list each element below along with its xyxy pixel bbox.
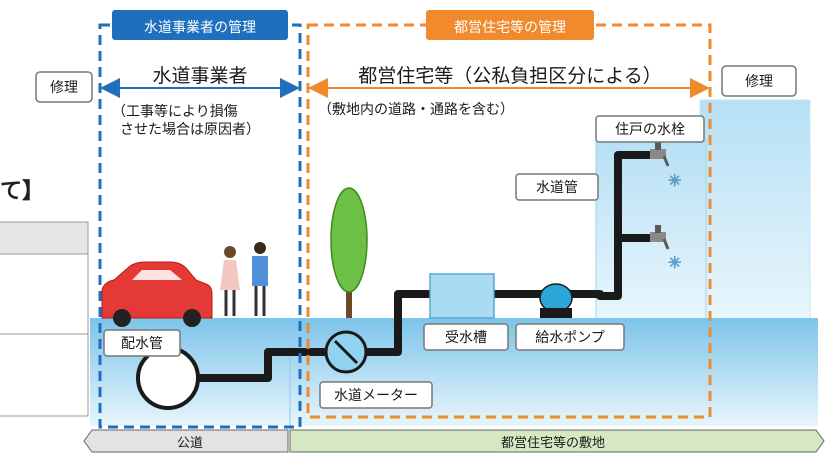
housing-range-label: 都営住宅等（公私負担区分による） [358, 65, 661, 87]
svg-text:住戸の水栓: 住戸の水栓 [615, 122, 685, 138]
svg-text:給水ポンプ: 給水ポンプ [535, 330, 605, 346]
svg-text:水道メーター: 水道メーター [334, 388, 418, 404]
metro-housing-zone: 都営住宅等の管理 都営住宅等（公私負担区分による） （敷地内の道路・通路を含む） [306, 10, 712, 419]
svg-text:公道: 公道 [177, 436, 203, 451]
repair-right-label: 修理 [721, 65, 797, 97]
tree-icon [330, 187, 368, 318]
receiving-tank-icon [429, 273, 495, 319]
utility-range-label: 水道事業者 [152, 65, 247, 87]
svg-text:水道管: 水道管 [536, 180, 578, 196]
car-icon [101, 261, 213, 327]
faucet-upper-icon: ✳ [650, 142, 682, 190]
table-fragment: て】 [0, 179, 89, 417]
svg-text:配水管: 配水管 [121, 336, 163, 352]
water-pump-icon [539, 283, 573, 318]
svg-text:受水槽: 受水槽 [445, 330, 487, 346]
housing-note: （敷地内の道路・通路を含む） [318, 102, 514, 118]
housing-zone-header: 都営住宅等の管理 [454, 19, 566, 36]
utility-zone-header: 水道事業者の管理 [144, 20, 256, 36]
faucet-label: 住戸の水栓 [595, 115, 705, 143]
tank-label: 受水槽 [423, 323, 509, 351]
pump-label: 給水ポンプ [515, 323, 625, 351]
housing-site-bar: 都営住宅等の敷地 [289, 429, 825, 453]
utility-note-line2: させた場合は原因者） [120, 122, 260, 138]
water-utility-zone: 水道事業者の管理 水道事業者 （工事等により損傷 させた場合は原因者） [98, 10, 302, 429]
pipe-label: 水道管 [515, 173, 599, 201]
svg-text:✳: ✳ [668, 171, 681, 190]
pedestrians-icon [220, 242, 268, 316]
water-meter-icon [324, 330, 368, 374]
svg-text:修理: 修理 [745, 74, 773, 90]
pipe-network [168, 151, 652, 382]
public-road-bar: 公道 [83, 429, 289, 453]
distribution-main-icon [136, 346, 200, 410]
distribution-main-label: 配水管 [103, 329, 181, 357]
partial-heading: て】 [0, 179, 44, 204]
svg-text:都営住宅等の敷地: 都営住宅等の敷地 [501, 435, 605, 451]
svg-text:✳: ✳ [668, 253, 681, 272]
supply-pipe [168, 151, 652, 382]
meter-label: 水道メーター [319, 381, 433, 409]
svg-text:修理: 修理 [50, 80, 78, 96]
repair-left-label: 修理 [35, 71, 93, 103]
utility-note-line1: （工事等により損傷 [112, 103, 238, 120]
faucet-lower-icon: ✳ [650, 225, 682, 272]
